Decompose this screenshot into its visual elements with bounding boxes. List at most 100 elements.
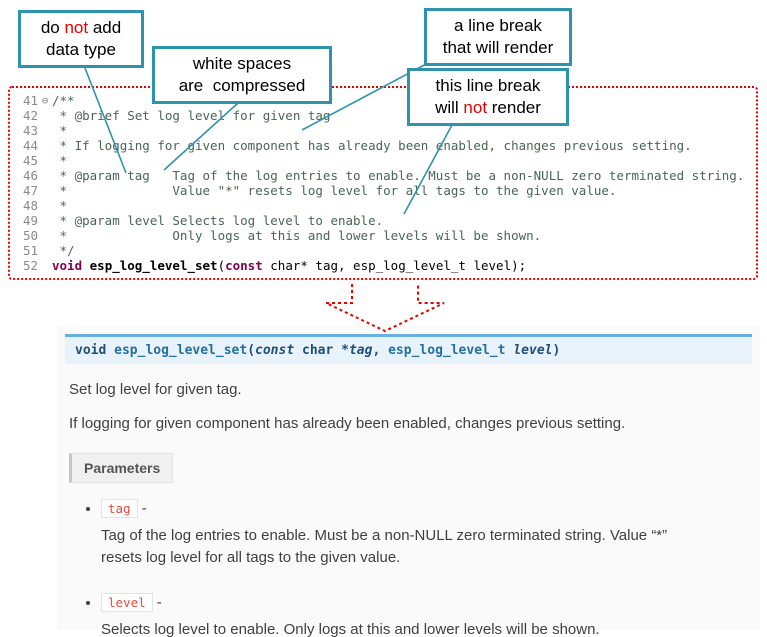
code-line: 48 * [12,198,754,213]
code-line: 44 * If logging for given component has … [12,138,754,153]
fold-spacer [38,123,52,138]
code-token-plain: char* tag, esp_log_level_t level); [262,258,527,273]
code-lines: 41⊖/**42 * @brief Set log level for give… [12,93,754,273]
param-dash: - [152,593,162,611]
line-number: 47 [22,183,38,198]
param-desc: Tag of the log entries to enable. Must b… [101,527,668,566]
function-signature: void esp_log_level_set(const char *tag, … [65,334,752,364]
signature-token: , [372,343,389,358]
down-arrow-dotted [325,284,445,333]
signature-token: level [513,343,553,358]
code-token-kw: void [52,258,83,273]
code-text: */ [52,243,75,258]
code-editor-snippet: 41⊖/**42 * @brief Set log level for give… [8,86,758,280]
line-number: 51 [22,243,38,258]
code-token-cmt: * @brief Set log level for given tag [52,108,331,123]
code-token-plain: ( [217,258,226,273]
line-number: 45 [22,153,38,168]
fold-spacer [38,183,52,198]
signature-token: void [75,343,115,358]
callout-line: a line break [454,16,542,35]
param-dash: - [137,500,147,517]
code-token-cmt: * Value "*" resets log level for all tag… [52,183,617,198]
line-number: 46 [22,168,38,183]
line-number: 48 [22,198,38,213]
callout-text: will [435,98,464,118]
code-text: * Value "*" resets log level for all tag… [52,183,617,198]
callout-line: do not add [27,17,135,39]
signature-token: esp_log_level_set [114,343,248,358]
description-text: If logging for given component has alrea… [69,415,626,432]
code-text: * @param tag Tag of the log entries to e… [52,168,745,183]
code-token-cmt: /** [52,93,75,108]
code-line: 52 void esp_log_level_set(const char* tag… [12,258,754,273]
code-line: 50 * Only logs at this and lower levels … [12,228,754,243]
callout-text: render [487,98,541,118]
code-token-cmt: * [52,153,68,168]
signature-token: esp_log_level_t [388,343,514,358]
fold-spacer [38,213,52,228]
signature-token: tag [348,343,373,358]
code-token-cmt: * If logging for given component has alr… [52,138,692,153]
param-desc: Selects log level to enable. Only logs a… [101,620,600,637]
signature-token: const [255,343,295,358]
callout-line: that will render [442,38,554,58]
code-token-cmt: * [52,198,68,213]
code-line: 41⊖/** [12,93,754,108]
fold-spacer [38,243,52,258]
code-text: * [52,153,68,168]
code-token-fn: esp_log_level_set [89,258,218,273]
code-token-cmt: */ [52,243,75,258]
line-number: 52 [22,258,38,273]
callout-text: do [40,18,65,37]
callout-linebreak-renders: a line break that will render [424,8,572,67]
code-text: * @param level Selects log level to enab… [52,213,384,228]
parameters-header: Parameters [69,453,174,483]
line-number: 42 [22,108,38,123]
fold-icon[interactable]: ⊖ [41,94,49,107]
callout-no-datatype: do not add data type [18,10,144,69]
line-number: 50 [22,228,38,243]
code-line: 45 * [12,153,754,168]
param-item: level - Selects log level to enable. Onl… [101,592,760,637]
code-text: * [52,198,68,213]
code-line: 51 */ [12,243,754,258]
callout-text-red: not [64,18,89,37]
callout-line: white spaces [192,54,292,73]
code-token-cmt: * [52,123,68,138]
rendered-docs-panel: void esp_log_level_set(const char *tag, … [57,326,760,637]
callout-text-red: not [463,98,488,118]
callout-line: this line break [435,76,541,95]
code-line: 47 * Value "*" resets log level for all … [12,183,754,198]
parameters-list: tag - Tag of the log entries to enable. … [101,499,760,637]
fold-spacer [38,138,52,153]
fold-spacer [38,198,52,213]
code-token-kw: const [225,258,263,273]
code-line: 42 * @brief Set log level for given tag [12,108,754,123]
code-token-cmt: * @param level Selects log level to enab… [52,213,384,228]
param-item: tag - Tag of the log entries to enable. … [101,499,760,569]
callout-line: are compressed [178,76,306,96]
code-text: * If logging for given component has alr… [52,138,692,153]
code-token-cmt: * Only logs at this and lower levels wil… [52,228,542,243]
code-text: /** [52,93,75,108]
brief-text: Set log level for given tag. [69,381,242,398]
fold-spacer [38,108,52,123]
code-line: 49 * @param level Selects log level to e… [12,213,754,228]
fold-spacer [38,258,52,273]
code-text: * [52,123,68,138]
param-name-code: tag [101,499,138,518]
signature-token: ( [247,343,256,358]
param-name-code: level [101,592,153,612]
signature-token: ) [552,343,561,358]
code-text: * Only logs at this and lower levels wil… [52,228,542,243]
fold-spacer [38,168,52,183]
callout-linebreak-not-render: this line break will not render [407,68,569,127]
callout-line: will not render [416,97,560,119]
signature-token: char * [294,343,349,358]
line-number: 44 [22,138,38,153]
callout-whitespace-compressed: white spaces are compressed [152,46,332,105]
line-number: 43 [22,123,38,138]
code-token-cmt: * @param tag Tag of the log entries to e… [52,168,745,183]
